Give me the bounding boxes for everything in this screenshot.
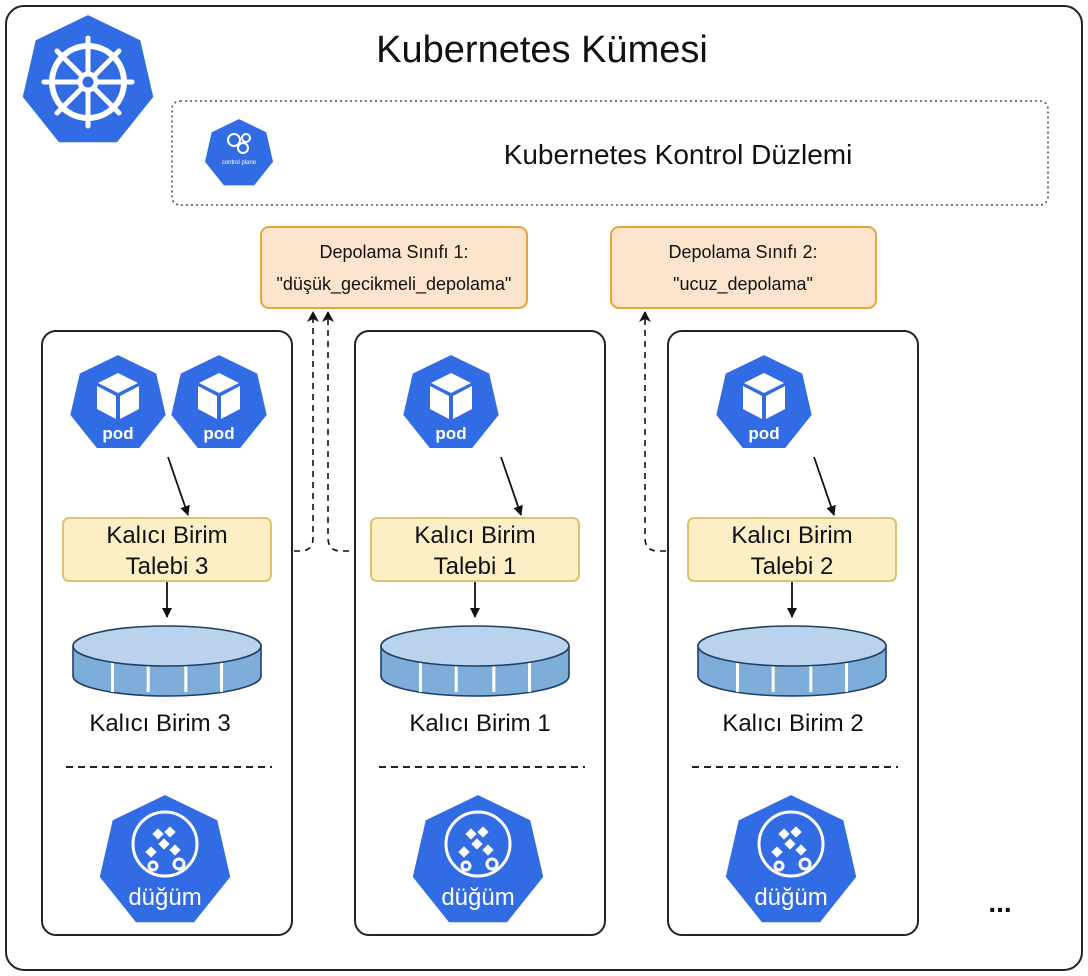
- claim-label-line2: Talebi 1: [434, 553, 517, 580]
- pod-label: pod: [748, 424, 779, 443]
- volume-disk-icon: [380, 625, 570, 697]
- volume-label: Kalıcı Birim 1: [409, 710, 550, 737]
- control-plane-icon-caption: control plane: [222, 160, 257, 166]
- pod-label: pod: [435, 424, 466, 443]
- control-plane-icon: control plane: [202, 116, 276, 188]
- pod-icon: pod: [401, 352, 501, 451]
- claim-box: [62, 517, 272, 582]
- node-icon: düğüm: [410, 792, 546, 925]
- node-icon: düğüm: [97, 792, 233, 925]
- pod-label: pod: [203, 424, 234, 443]
- claim-label-line2: Talebi 3: [126, 553, 209, 580]
- storage-class-2-title: Depolama Sınıfı 2:: [668, 242, 817, 262]
- claim-box: [370, 517, 580, 582]
- volume-label: Kalıcı Birim 2: [722, 710, 863, 737]
- control-plane-label: Kubernetes Kontrol Düzlemi: [504, 139, 853, 170]
- pod-icon: pod: [169, 352, 269, 451]
- claim-label-line1: Kalıcı Birim: [106, 522, 227, 549]
- page-title: Kubernetes Kümesi: [376, 29, 708, 71]
- claim-label-line2: Talebi 2: [751, 553, 834, 580]
- pod-to-claim-arrow: [167, 456, 190, 516]
- claim-label-line1: Kalıcı Birim: [731, 522, 852, 549]
- pod-icon: pod: [68, 352, 168, 451]
- pod-to-claim-arrow: [813, 456, 836, 516]
- storage-class-1-name: "düşük_gecikmeli_depolama": [277, 274, 512, 295]
- claim-label-line1: Kalıcı Birim: [414, 522, 535, 549]
- pod-icon: pod: [714, 352, 814, 451]
- storage-class-2-name: "ucuz_depolama": [673, 274, 813, 295]
- node-label: düğüm: [441, 884, 514, 911]
- storage-class-2: Depolama Sınıfı 2: "ucuz_depolama": [610, 226, 877, 309]
- pod-to-claim-arrow: [500, 456, 523, 516]
- more-nodes-ellipsis: ...: [988, 887, 1011, 918]
- node-label: düğüm: [754, 884, 827, 911]
- storage-class-1-title: Depolama Sınıfı 1:: [319, 242, 468, 262]
- claim-3-to-class-1-connector: [272, 311, 319, 552]
- claim-box: [687, 517, 897, 582]
- volume-label: Kalıcı Birim 3: [89, 710, 230, 737]
- storage-class-1: Depolama Sınıfı 1: "düşük_gecikmeli_depo…: [260, 226, 528, 309]
- control-plane-box: [171, 100, 1049, 206]
- pod-label: pod: [102, 424, 133, 443]
- volume-disk-icon: [72, 625, 262, 697]
- node-icon: düğüm: [723, 792, 859, 925]
- volume-disk-icon: [697, 625, 887, 697]
- kubernetes-helm-icon: [20, 12, 156, 145]
- node-label: düğüm: [128, 884, 201, 911]
